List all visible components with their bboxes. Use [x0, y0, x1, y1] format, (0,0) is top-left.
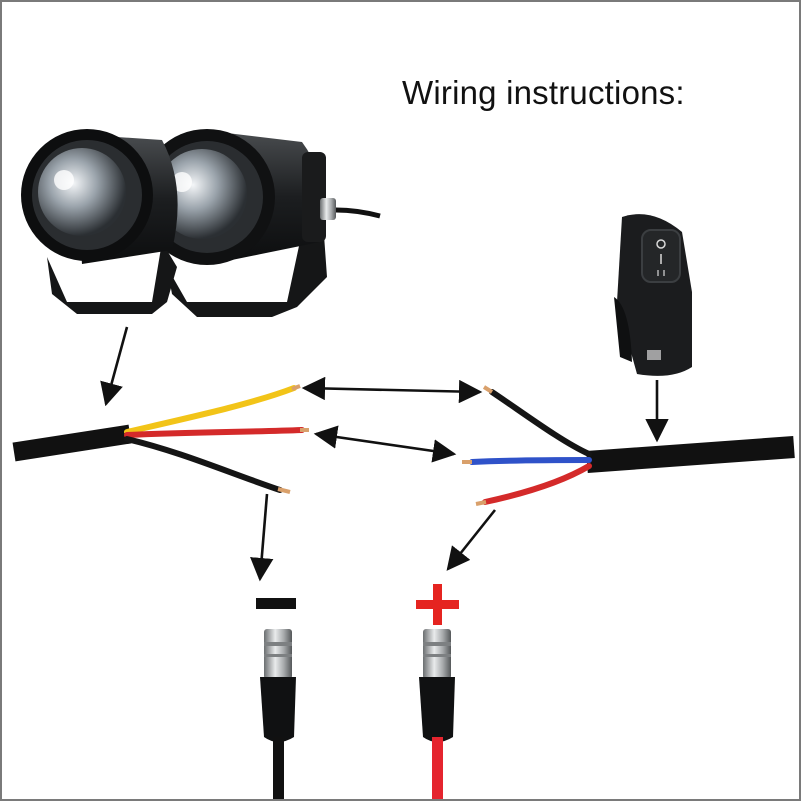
positive-arrow — [446, 509, 497, 571]
diagram-title: Wiring instructions: — [402, 74, 685, 111]
connection-arrows — [100, 326, 669, 582]
connector-plug-icon — [260, 629, 296, 799]
switch-cable — [462, 385, 795, 506]
negative-sign — [256, 598, 296, 609]
handlebar-switch-icon — [614, 214, 692, 376]
red-to-blue-double-arrow — [313, 425, 457, 463]
positive-sign — [416, 584, 459, 625]
spotlight-pair-icon — [21, 129, 381, 317]
lamp-pointer-arrow — [100, 326, 129, 407]
lamp-cable — [12, 384, 309, 494]
connector-plug-icon — [419, 629, 455, 799]
yellow-to-black-double-arrow — [301, 376, 483, 404]
negative-arrow — [250, 493, 274, 582]
